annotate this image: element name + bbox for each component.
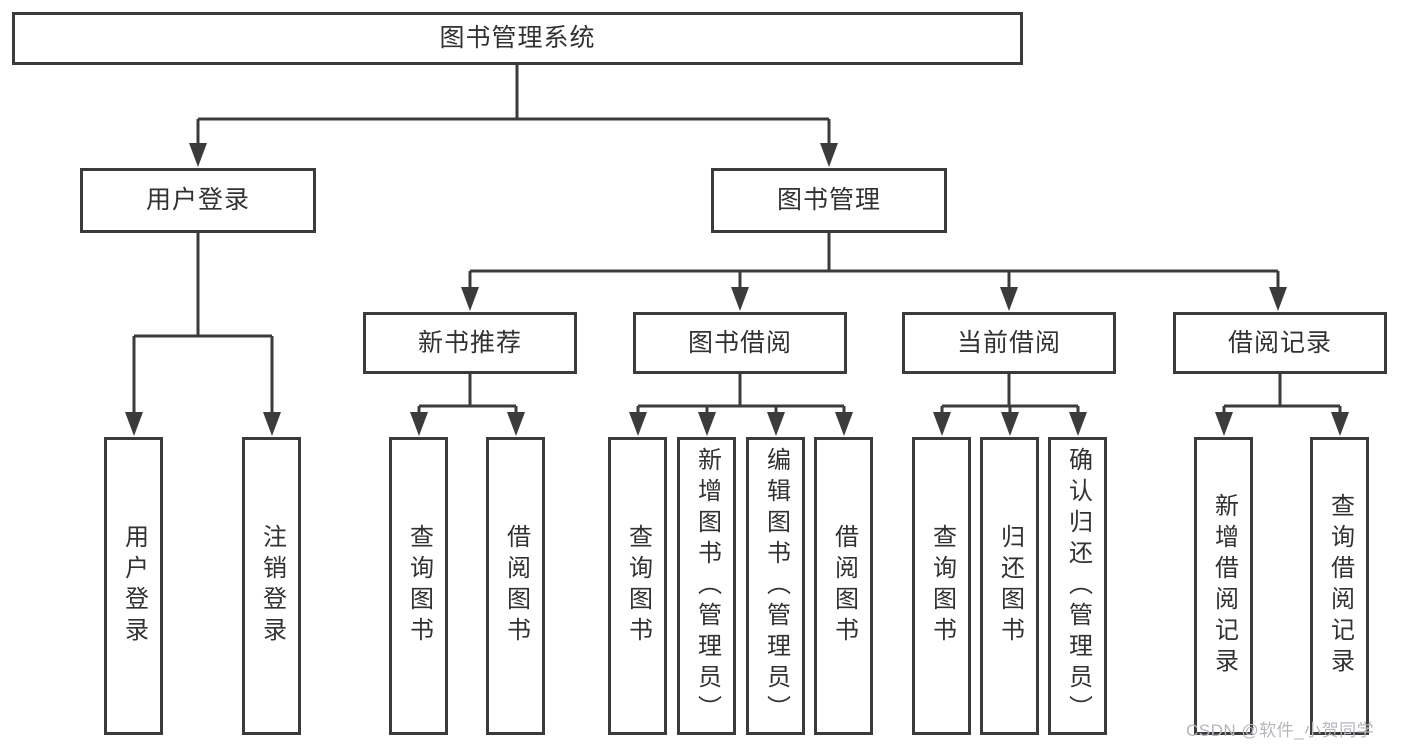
node-user-login: 用户登录	[80, 168, 316, 233]
leaf-query-books-recommend: 查询图书	[389, 437, 448, 735]
leaf-query-borrow-record: 查询借阅记录	[1310, 437, 1369, 735]
leaf-query-books-borrowing: 查询图书	[608, 437, 667, 735]
node-book-borrowing: 图书借阅	[633, 312, 847, 374]
leaf-return-books: 归还图书	[980, 437, 1039, 735]
node-current-borrowing: 当前借阅	[902, 312, 1116, 374]
leaf-edit-book-admin: 编辑图书（管理员）	[746, 437, 805, 735]
leaf-borrow-books-borrowing: 借阅图书	[814, 437, 873, 735]
leaf-user-login: 用户登录	[104, 437, 163, 735]
leaf-add-borrow-record: 新增借阅记录	[1194, 437, 1253, 735]
node-new-book-recommendation: 新书推荐	[363, 312, 577, 374]
node-borrowing-records: 借阅记录	[1173, 312, 1387, 374]
leaf-borrow-books-recommend: 借阅图书	[486, 437, 545, 735]
leaf-confirm-return-admin: 确认归还（管理员）	[1048, 437, 1107, 735]
node-library-management-system: 图书管理系统	[12, 12, 1023, 65]
leaf-add-book-admin: 新增图书（管理员）	[677, 437, 736, 735]
csdn-watermark: CSDN @软件_小贺同学	[1186, 721, 1375, 740]
leaf-query-books-current: 查询图书	[912, 437, 971, 735]
leaf-logout: 注销登录	[242, 437, 301, 735]
node-book-management: 图书管理	[711, 168, 947, 233]
